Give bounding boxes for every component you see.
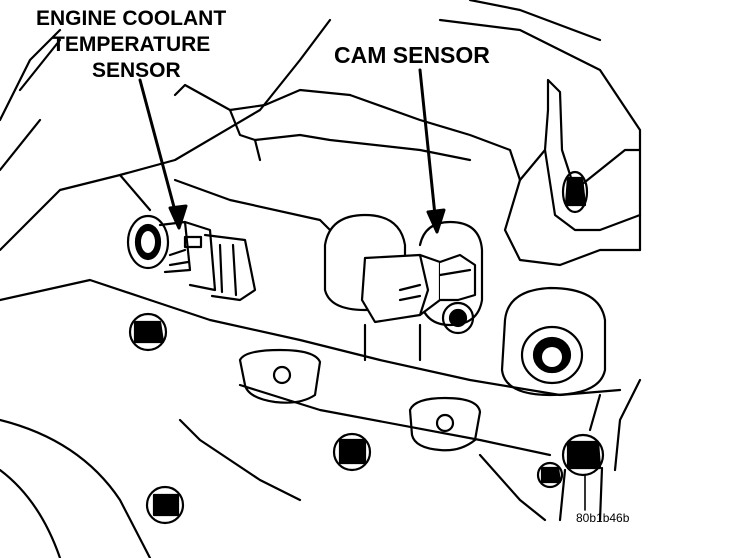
engine-coolant-label-line2: TEMPERATURE: [52, 33, 211, 56]
cam-sensor-leader-arrow: [418, 68, 446, 234]
cam-sensor: [323, 213, 484, 362]
mounting-boss: [500, 286, 607, 432]
coolant-sensor-leader-arrow: [138, 78, 188, 230]
engine-coolant-label-line3: SENSOR: [92, 59, 181, 82]
cam-sensor-label: CAM SENSOR: [334, 42, 490, 68]
coolant-temperature-sensor: [126, 214, 257, 302]
bolt-bottom-left: [145, 485, 185, 525]
bolt-small: [536, 461, 564, 489]
bolt-lower-right: [558, 433, 605, 522]
engine-coolant-label-line1: ENGINE COOLANT: [36, 7, 227, 30]
bracket: [503, 78, 642, 267]
bolt-left: [128, 312, 168, 352]
bolt-bottom-center: [332, 432, 372, 472]
figure-code: 80b1b46b: [576, 511, 630, 525]
manifold-lower: [0, 348, 642, 558]
